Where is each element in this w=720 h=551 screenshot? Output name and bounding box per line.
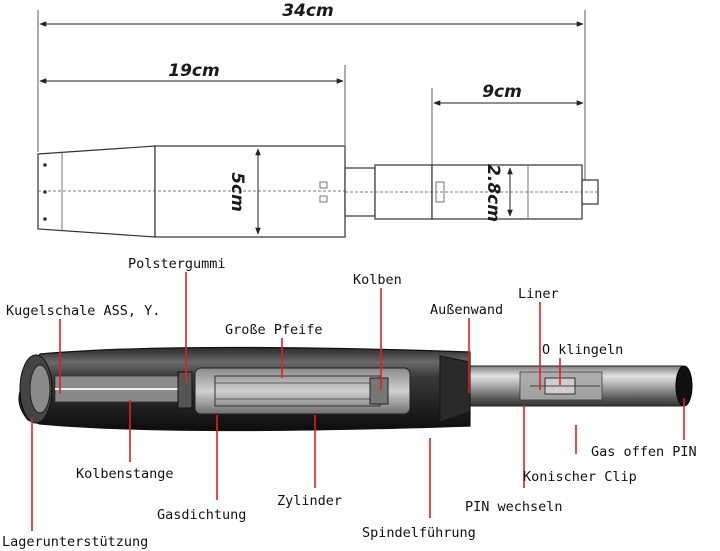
label-pin-wechseln: PIN wechseln xyxy=(465,499,563,515)
technical-drawing: 34cm 19cm 9cm 5cm 2.8cm xyxy=(37,1,599,238)
stroke-dimension: 9cm xyxy=(482,82,522,102)
label-zylinder: Zylinder xyxy=(277,493,342,509)
cutaway-illustration xyxy=(18,346,693,432)
overall-dimension: 34cm xyxy=(282,1,333,21)
body-length-dimension: 19cm xyxy=(168,61,219,81)
label-kugelschale: Kugelschale ASS, Y. xyxy=(6,303,160,319)
label-polstergummi: Polstergummi xyxy=(128,256,226,272)
body-mark-square-1 xyxy=(319,181,328,189)
label-o-klingeln: O klingeln xyxy=(542,342,623,358)
body-cylinder-outline xyxy=(154,145,346,238)
body-diameter-dimension: 5cm xyxy=(227,172,247,212)
cushion-rubber xyxy=(177,371,193,409)
label-aussenwand: Außenwand xyxy=(430,302,503,318)
label-liner: Liner xyxy=(518,286,559,302)
label-konischer-clip: Konischer Clip xyxy=(523,469,637,485)
label-grosse-pfeife: Große Pfeife xyxy=(225,322,323,338)
label-kolbenstange: Kolbenstange xyxy=(76,466,174,482)
body-mark-square-2 xyxy=(319,195,328,203)
inner-cylinder xyxy=(194,367,411,415)
leader-lines xyxy=(31,272,685,531)
part-labels: Polstergummi Kugelschale ASS, Y. Kolben … xyxy=(2,256,697,550)
body-cap-outline xyxy=(37,145,156,238)
label-gasdichtung: Gasdichtung xyxy=(157,507,246,523)
rod-diameter-dimension: 2.8cm xyxy=(483,164,503,222)
piston-head xyxy=(369,377,389,405)
rod-sleeve-outline xyxy=(374,164,433,220)
label-spindelfuehrung: Spindelführung xyxy=(362,525,476,541)
rod-transition xyxy=(439,355,471,423)
bearing-cup xyxy=(29,364,51,414)
label-kolben: Kolben xyxy=(353,272,402,288)
cap-hole-top xyxy=(43,163,47,167)
cap-hole-bottom xyxy=(43,217,47,221)
cap-hole-mid xyxy=(43,190,47,194)
label-lagerunterstuetzung: Lagerunterstützung xyxy=(2,534,148,550)
label-gas-offen-pin: Gas offen PIN xyxy=(591,444,697,460)
